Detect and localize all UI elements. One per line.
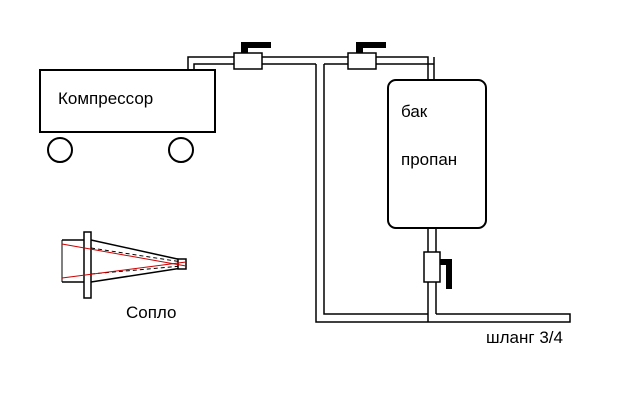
valve-2 <box>347 42 386 70</box>
pipe-to-tank-outer <box>376 56 429 80</box>
valve-1 <box>233 42 271 70</box>
valve-1-body <box>233 52 263 70</box>
compressor-label: Компрессор <box>58 89 153 108</box>
valve-1-handle <box>241 42 271 48</box>
tank-body <box>387 79 487 229</box>
valve-3-stem <box>440 259 451 265</box>
compressor: Компрессор <box>39 69 216 163</box>
nozzle: Сопло <box>61 231 187 322</box>
nozzle-cone-top <box>90 239 183 261</box>
pipe-hose <box>436 313 571 323</box>
nozzle-cone-inner-top <box>90 247 183 263</box>
compressor-wheel-left <box>47 137 73 163</box>
valve-2-handle <box>356 42 386 48</box>
nozzle-ray-1 <box>61 243 187 267</box>
compressor-wheel-right <box>168 137 194 163</box>
nozzle-label: Сопло <box>126 303 177 322</box>
pipe-vertical-left-outer <box>315 64 428 323</box>
pipe-compressor-riser-outer <box>187 56 234 70</box>
compressor-body <box>39 69 216 133</box>
nozzle-cone-bottom <box>90 267 183 283</box>
pipe-vertical-left-inner <box>323 64 428 315</box>
propane-tank: бак пропан <box>387 79 487 229</box>
tank-label-line2: пропан <box>401 150 457 169</box>
hose-label: шланг 3/4 <box>486 328 563 347</box>
nozzle-tip <box>177 258 187 270</box>
pipes <box>187 56 571 323</box>
nozzle-ray-2 <box>61 261 187 279</box>
tank-label-line1: бак <box>401 102 428 121</box>
valve-3-body <box>423 251 441 283</box>
valve-3 <box>423 251 452 289</box>
valve-3-handle <box>446 259 452 289</box>
nozzle-flange <box>83 231 92 299</box>
pipe-compressor-riser-inner <box>193 63 234 70</box>
valve-2-body <box>347 52 377 70</box>
